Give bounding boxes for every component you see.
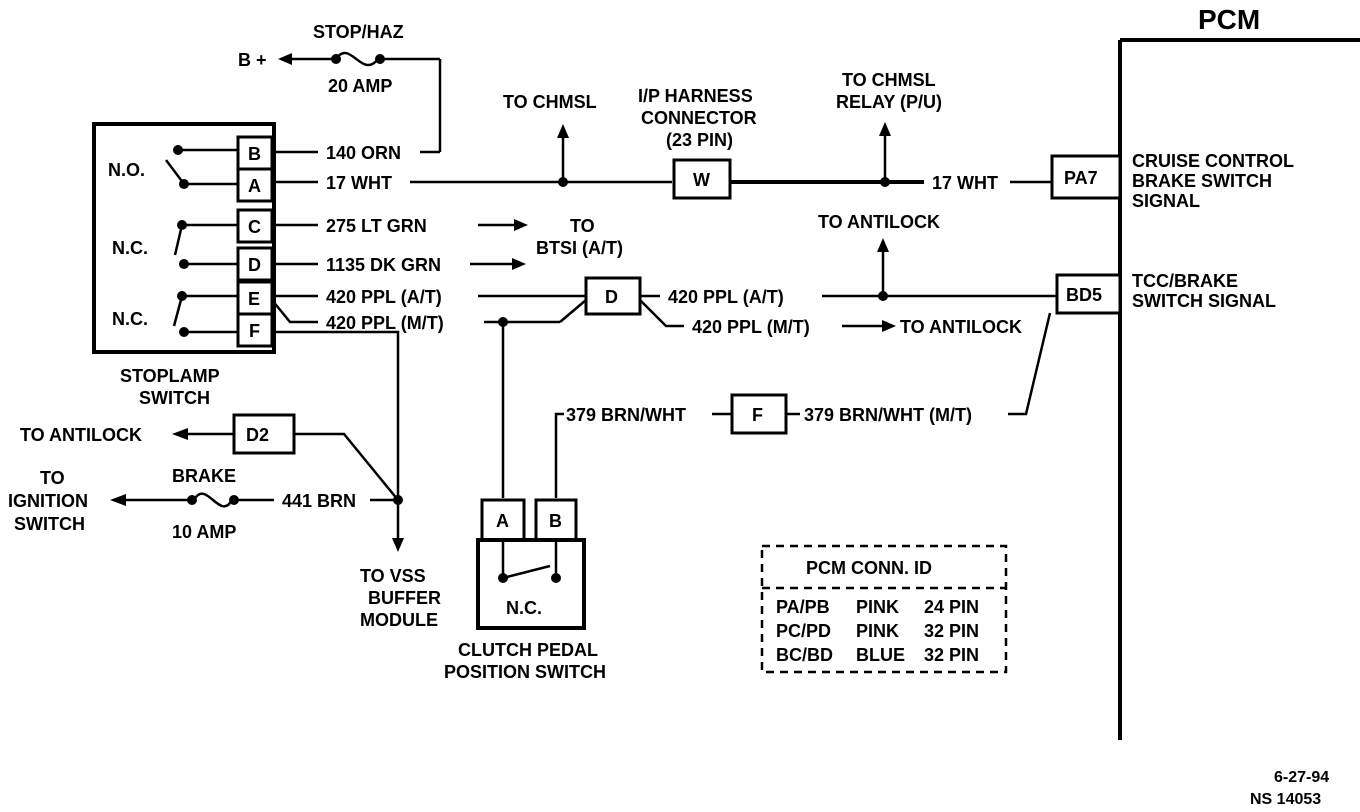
- to-vss-label: TO VSS: [360, 566, 426, 586]
- ip-harness-label: CONNECTOR: [641, 108, 757, 128]
- clutch-pin-a: [480, 498, 526, 542]
- conn-id-rows: PA/PB PINK 24 PIN PC/PD PINK 32 PIN BC/B…: [776, 597, 979, 665]
- no-label: N.O.: [108, 160, 145, 180]
- to-chmsl-relay-label: TO CHMSL: [842, 70, 936, 90]
- conn-id-title: PCM CONN. ID: [806, 558, 932, 578]
- stoplamp-pin-b: B: [248, 144, 261, 164]
- stoplamp-pin-f: F: [249, 321, 260, 341]
- to-antilock-left-label: TO ANTILOCK: [20, 425, 142, 445]
- svg-text:32 PIN: 32 PIN: [924, 645, 979, 665]
- stoplamp-pin-c: C: [248, 217, 261, 237]
- svg-text:PA/PB: PA/PB: [776, 597, 830, 617]
- wire-420-ppl-mt: 420 PPL (M/T): [326, 313, 444, 333]
- to-ignition-label: SWITCH: [14, 514, 85, 534]
- to-vss-label: BUFFER: [368, 588, 441, 608]
- clutch-pin-b: [534, 498, 578, 542]
- clutch-pin-a-label: A: [496, 511, 509, 531]
- f-connector-label: F: [752, 405, 763, 425]
- pcm-outline: [1118, 38, 1360, 740]
- to-vss-label: MODULE: [360, 610, 438, 630]
- d-connector: [584, 276, 642, 316]
- svg-text:24 PIN: 24 PIN: [924, 597, 979, 617]
- cruise-signal-label: SIGNAL: [1132, 191, 1200, 211]
- wire-420-ppl-at: 420 PPL (A/T): [326, 287, 442, 307]
- stoplamp-pin-d: D: [248, 255, 261, 275]
- svg-text:BC/BD: BC/BD: [776, 645, 833, 665]
- pa7-connector: [1050, 154, 1122, 200]
- to-ignition-label: TO: [40, 468, 65, 488]
- clutch-switch-body: [476, 538, 586, 630]
- stoplamp-pin-e: E: [248, 289, 260, 309]
- fuse-stop-haz-rating: 20 AMP: [328, 76, 392, 96]
- fuse-brake-label: BRAKE: [172, 466, 236, 486]
- pcm-conn-id-table: [760, 544, 1008, 674]
- wire-420-ppl-at-b: 420 PPL (A/T): [668, 287, 784, 307]
- footer-code: NS 14053: [1250, 791, 1321, 808]
- svg-text:PC/PD: PC/PD: [776, 621, 831, 641]
- fuse-stop-haz-label: STOP/HAZ: [313, 22, 404, 42]
- wire-441-brn: 441 BRN: [282, 491, 356, 511]
- stoplamp-switch-label: SWITCH: [139, 388, 210, 408]
- b-plus-label: B +: [238, 50, 267, 70]
- stoplamp-contacts: [165, 145, 238, 337]
- tcc-signal-label: TCC/BRAKE: [1132, 271, 1238, 291]
- fuse-brake-rating: 10 AMP: [172, 522, 236, 542]
- bd5-connector: [1055, 273, 1122, 315]
- wire-420-ppl-mt-b: 420 PPL (M/T): [692, 317, 810, 337]
- to-chmsl-label: TO CHMSL: [503, 92, 597, 112]
- stoplamp-switch-label: STOPLAMP: [120, 366, 220, 386]
- clutch-nc-label: N.C.: [506, 598, 542, 618]
- stoplamp-pin-a: A: [248, 176, 261, 196]
- clutch-pin-b-label: B: [549, 511, 562, 531]
- to-btsi-label: BTSI (A/T): [536, 238, 623, 258]
- nc-label: N.C.: [112, 309, 148, 329]
- to-antilock-mid-label: TO ANTILOCK: [900, 317, 1022, 337]
- wire-275-lt-grn: 275 LT GRN: [326, 216, 427, 236]
- cruise-signal-label: BRAKE SWITCH: [1132, 171, 1272, 191]
- svg-text:PINK: PINK: [856, 621, 899, 641]
- svg-text:BLUE: BLUE: [856, 645, 905, 665]
- tcc-signal-label: SWITCH SIGNAL: [1132, 291, 1276, 311]
- wire-140-orn: 140 ORN: [326, 143, 401, 163]
- d2-connector: [232, 413, 296, 455]
- clutch-switch-label: POSITION SWITCH: [444, 662, 606, 682]
- w-connector: [672, 158, 732, 200]
- cruise-signal-label: CRUISE CONTROL: [1132, 151, 1294, 171]
- svg-text:PINK: PINK: [856, 597, 899, 617]
- wire-1135-dk-grn: 1135 DK GRN: [326, 255, 441, 275]
- ip-harness-label: I/P HARNESS: [638, 86, 753, 106]
- d-connector-label: D: [605, 287, 618, 307]
- stoplamp-switch-body: [92, 122, 276, 354]
- w-connector-label: W: [693, 170, 710, 190]
- nc-label: N.C.: [112, 238, 148, 258]
- to-btsi-label: TO: [570, 216, 595, 236]
- ip-harness-label: (23 PIN): [666, 130, 733, 150]
- wire-379-brn-wht: 379 BRN/WHT: [566, 405, 686, 425]
- to-antilock-top-label: TO ANTILOCK: [818, 212, 940, 232]
- pcm-title: PCM: [1198, 4, 1260, 35]
- pa7-label: PA7: [1064, 168, 1098, 188]
- footer-date: 6-27-94: [1274, 769, 1329, 786]
- wire-17-wht-pcm: 17 WHT: [932, 173, 998, 193]
- wire-379-brn-wht-mt: 379 BRN/WHT (M/T): [804, 405, 972, 425]
- wire-17-wht: 17 WHT: [326, 173, 392, 193]
- bd5-label: BD5: [1066, 285, 1102, 305]
- to-chmsl-relay-label: RELAY (P/U): [836, 92, 942, 112]
- svg-text:32 PIN: 32 PIN: [924, 621, 979, 641]
- stoplamp-pins: [236, 135, 274, 348]
- d2-connector-label: D2: [246, 425, 269, 445]
- to-ignition-label: IGNITION: [8, 491, 88, 511]
- clutch-switch-label: CLUTCH PEDAL: [458, 640, 598, 660]
